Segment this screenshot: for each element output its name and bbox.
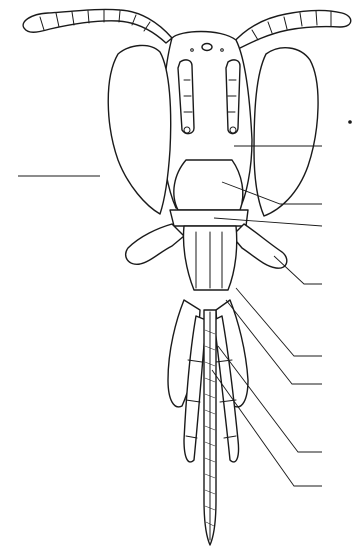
- right-compound-eye: [254, 48, 318, 216]
- ocellus: [202, 44, 212, 51]
- right-antenna: [232, 10, 351, 49]
- annotation-dot: [348, 120, 352, 124]
- right-antennal-scape: [226, 60, 240, 134]
- left-compound-eye: [108, 45, 170, 214]
- labrum: [170, 210, 248, 226]
- left-mandible: [126, 224, 184, 264]
- right-mandible: [232, 224, 287, 268]
- clypeus: [174, 160, 243, 210]
- glossa: [204, 310, 216, 545]
- left-antenna: [23, 9, 172, 43]
